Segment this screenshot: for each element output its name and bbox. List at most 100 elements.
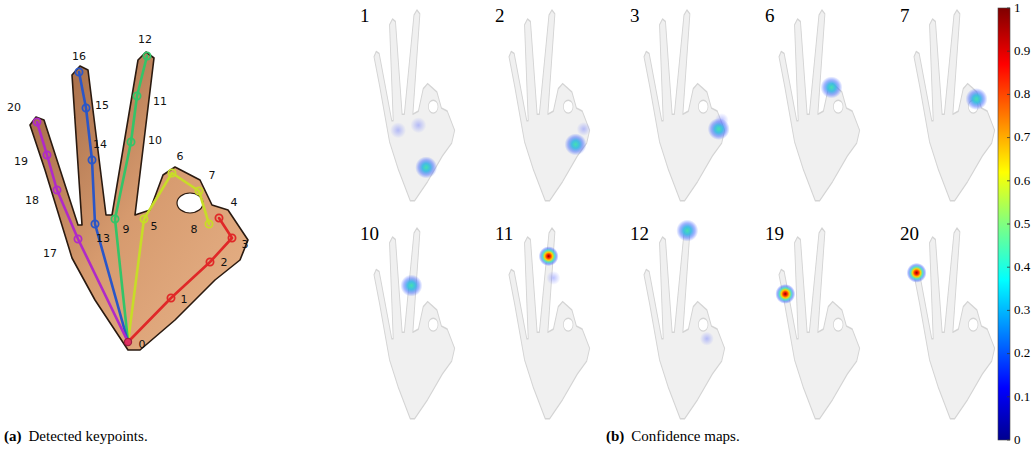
colorbar-value: 1 bbox=[1014, 1, 1021, 15]
keypoint-marker bbox=[167, 294, 174, 301]
confidence-blob bbox=[577, 122, 591, 136]
panel-number: 2 bbox=[495, 6, 505, 27]
keypoint-marker bbox=[140, 215, 147, 222]
hand-silhouette bbox=[779, 10, 860, 201]
keypoint-marker bbox=[43, 151, 50, 158]
finger-loop bbox=[833, 318, 843, 331]
subfigure-caption: Detected keypoints. bbox=[29, 428, 148, 445]
finger-loop bbox=[698, 100, 708, 113]
finger-loop bbox=[968, 318, 978, 331]
keypoint-marker bbox=[74, 235, 81, 242]
skeleton-line bbox=[128, 218, 232, 342]
colorbar-tick bbox=[1007, 353, 1010, 354]
keypoint-marker bbox=[195, 187, 202, 194]
keypoint-marker bbox=[133, 92, 140, 99]
keypoint-number: 17 bbox=[43, 248, 57, 260]
subfigure-caption: Confidence maps. bbox=[631, 428, 739, 445]
keypoint-number: 3 bbox=[242, 239, 249, 251]
colorbar-value: 0.8 bbox=[1014, 87, 1030, 101]
colorbar-value: 0.2 bbox=[1014, 346, 1030, 360]
keypoint-number: 20 bbox=[7, 102, 21, 114]
colorbar-tick bbox=[1007, 224, 1010, 225]
hand-silhouette bbox=[644, 228, 725, 419]
keypoint-number: 9 bbox=[123, 224, 130, 236]
keypoint-number: 5 bbox=[151, 221, 158, 233]
keypoint-marker bbox=[33, 118, 40, 125]
confidence-blob bbox=[410, 117, 426, 133]
keypoint-number: 0 bbox=[139, 339, 146, 351]
confidence-blob bbox=[821, 76, 843, 98]
colorbar-value: 0 bbox=[1014, 433, 1021, 447]
subfigure-label: (b) bbox=[606, 428, 624, 445]
panel-number: 6 bbox=[765, 6, 775, 27]
keypoint-number: 13 bbox=[96, 233, 110, 245]
confidence-blob bbox=[775, 284, 795, 304]
colorbar-tick bbox=[1007, 396, 1010, 397]
finger-loop bbox=[428, 318, 438, 331]
confidence-blob bbox=[390, 122, 406, 138]
confidence-blob bbox=[700, 332, 714, 346]
keypoint-marker bbox=[91, 220, 98, 227]
keypoint-marker bbox=[206, 258, 213, 265]
colorbar-value: 0.9 bbox=[1014, 44, 1030, 58]
colorbar-tick bbox=[1007, 137, 1010, 138]
keypoint-marker bbox=[75, 68, 82, 75]
confidence-blob bbox=[415, 156, 437, 178]
panel-number: 7 bbox=[900, 6, 910, 27]
keypoint-marker bbox=[88, 156, 95, 163]
colorbar-value: 0.5 bbox=[1014, 217, 1030, 231]
hand-thumbnail bbox=[914, 228, 995, 419]
colorbar-tick bbox=[1007, 267, 1010, 268]
finger-loop bbox=[698, 318, 708, 331]
keypoint-number: 12 bbox=[138, 34, 152, 46]
keypoint-marker bbox=[82, 104, 89, 111]
colorbar bbox=[998, 8, 1010, 440]
keypoint-marker bbox=[215, 214, 222, 221]
keypoint-marker bbox=[111, 215, 118, 222]
confidence-blob bbox=[676, 220, 698, 242]
colorbar-tick bbox=[1007, 440, 1010, 441]
finger-loop bbox=[177, 193, 203, 213]
colorbar-tick bbox=[1007, 51, 1010, 52]
keypoint-number: 7 bbox=[209, 170, 216, 182]
keypoint-number: 10 bbox=[148, 135, 162, 147]
keypoint-marker bbox=[143, 52, 150, 59]
keypoint-number: 11 bbox=[153, 96, 167, 108]
keypoint-marker bbox=[168, 169, 175, 176]
hand-thumbnail bbox=[509, 10, 590, 201]
colorbar-value: 0.1 bbox=[1014, 390, 1030, 404]
colorbar-value: 0.7 bbox=[1014, 130, 1030, 144]
keypoint-marker bbox=[53, 186, 60, 193]
confidence-blob bbox=[966, 88, 988, 110]
keypoint-marker bbox=[127, 138, 134, 145]
confidence-blob bbox=[565, 133, 587, 155]
subfigure-label: (a) bbox=[4, 428, 22, 445]
skeleton-line bbox=[37, 122, 128, 342]
keypoint-number: 19 bbox=[14, 156, 28, 168]
colorbar-value: 0.4 bbox=[1014, 260, 1030, 274]
hand-thumbnail bbox=[374, 10, 455, 201]
hand-silhouette bbox=[509, 228, 590, 419]
keypoint-number: 18 bbox=[25, 195, 39, 207]
keypoint-number: 1 bbox=[181, 294, 188, 306]
confidence-blob bbox=[907, 263, 927, 283]
keypoint-number: 4 bbox=[231, 197, 238, 209]
panel-number: 19 bbox=[765, 224, 784, 245]
colorbar-tick bbox=[1007, 180, 1010, 181]
panel-number: 12 bbox=[630, 224, 649, 245]
panel-number: 3 bbox=[630, 6, 640, 27]
hand-silhouette bbox=[779, 228, 860, 419]
finger-loop bbox=[833, 100, 843, 113]
keypoint-marker bbox=[205, 220, 212, 227]
colorbar-value: 0.6 bbox=[1014, 174, 1030, 188]
hand-thumbnail bbox=[509, 228, 590, 419]
confidence-blob bbox=[546, 271, 560, 285]
hand-thumbnail bbox=[644, 10, 725, 201]
hand-thumbnail bbox=[779, 10, 860, 201]
keypoint-marker bbox=[124, 338, 131, 345]
hand-silhouette bbox=[374, 10, 455, 201]
hand-silhouette bbox=[374, 228, 455, 419]
keypoint-number: 14 bbox=[93, 139, 107, 151]
hand-thumbnail bbox=[779, 228, 860, 419]
hand-illustration bbox=[30, 52, 248, 350]
